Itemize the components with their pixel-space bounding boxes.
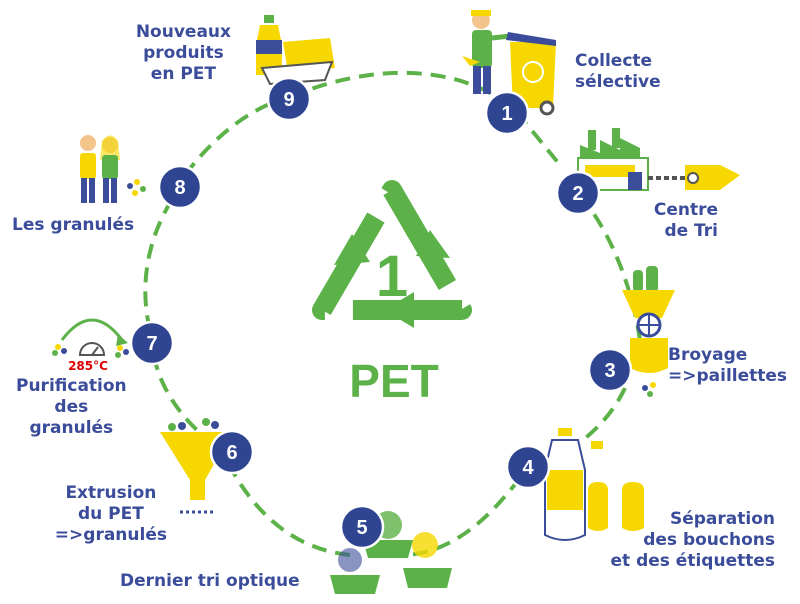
step-label-line: produits [143, 43, 224, 63]
step-label-line: Purification [16, 376, 127, 396]
step-badges: 1 2 3 4 5 6 7 8 9 [129, 76, 633, 550]
step-badge-9: 9 [266, 76, 312, 122]
step-label-line: du PET [77, 504, 144, 524]
shredder-icon [622, 266, 675, 397]
step-badge-2: 2 [555, 170, 601, 216]
step-label-line: Nouveaux [135, 22, 231, 42]
step-label-line: des [54, 397, 89, 417]
pet-products-icon [256, 15, 335, 86]
step-label-line: Dernier tri optique [120, 571, 300, 591]
step-badge-circle [157, 164, 203, 210]
step-badge-number: 6 [226, 442, 237, 464]
step-label-line: des bouchons [643, 530, 775, 550]
person-and-recycling-bin-icon [462, 10, 556, 116]
step-badge-circle [484, 90, 530, 136]
step-badge-number: 4 [522, 457, 534, 479]
step-8-label: Les granulés [12, 215, 134, 236]
step-label-line: sélective [575, 72, 661, 92]
step-badge-number: 2 [572, 183, 583, 205]
step-badge-circle [266, 76, 312, 122]
step-label-line: Séparation [669, 509, 775, 529]
step-label-line: Broyage [668, 345, 748, 365]
step-badge-circle [587, 347, 633, 393]
step-badge-3: 3 [587, 347, 633, 393]
step-label-line: et des étiquettes [610, 551, 776, 571]
step-badge-circle [209, 429, 255, 475]
step-label-line: =>paillettes [668, 366, 788, 386]
purification-heat-icon [52, 318, 129, 358]
step-badge-1: 1 [484, 90, 530, 136]
recycling-symbol-icon [312, 180, 472, 328]
step-3-label: Broyage=>paillettes [668, 345, 787, 387]
resin-code-label: PET [349, 355, 438, 407]
resin-code-number: 1 [376, 244, 408, 309]
step-badge-number: 3 [604, 360, 615, 382]
step-badge-circle [129, 320, 175, 366]
step-label-line: Extrusion [65, 483, 157, 503]
step-badge-circle [505, 444, 551, 490]
step-label-line: granulés [29, 418, 114, 438]
step-label-line: Collecte [575, 51, 653, 71]
step-badge-7: 7 [129, 320, 175, 366]
step-badge-circle [339, 504, 385, 550]
step-badge-number: 7 [146, 333, 157, 355]
step-badge-circle [555, 170, 601, 216]
step-label-line: Centre [653, 200, 718, 220]
step-label-line: de Tri [664, 221, 718, 241]
temperature-label: 285°C [68, 359, 108, 373]
step-badge-4: 4 [505, 444, 551, 490]
people-and-pellets-icon [80, 135, 146, 203]
step-badge-number: 5 [356, 517, 367, 539]
step-label-line: Les granulés [12, 215, 135, 235]
step-badge-6: 6 [209, 429, 255, 475]
step-label-line: =>granulés [54, 525, 167, 545]
step-badge-5: 5 [339, 504, 385, 550]
step-label-line: en PET [150, 64, 217, 84]
step-5-label: Dernier tri optique [120, 571, 300, 592]
step-badge-number: 1 [501, 103, 512, 125]
step-badge-8: 8 [157, 164, 203, 210]
bottle-separation-icon [544, 428, 644, 541]
step-badge-number: 9 [283, 89, 294, 111]
sorting-factory-icon [577, 128, 740, 191]
step-badge-number: 8 [174, 177, 185, 199]
